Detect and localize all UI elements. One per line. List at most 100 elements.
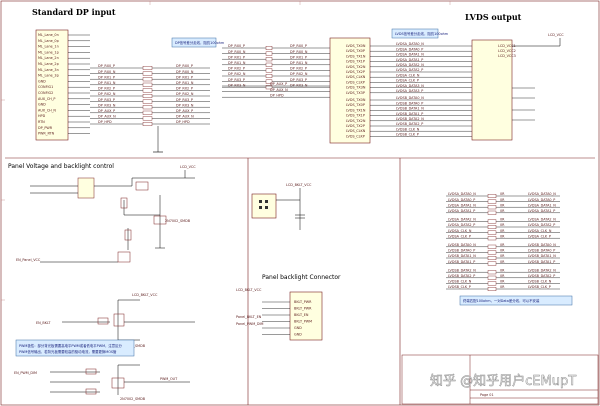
lvds-power-pin-label: LCD_VCC3 [498, 54, 516, 58]
bkl-net-label: LCD_BKLT_VCC [236, 288, 262, 292]
term-resistor [487, 230, 497, 235]
pwm-out-label: PWM_OUT [160, 377, 178, 381]
panel-voltage-circuit [30, 170, 195, 263]
aux-net-label: DP_AUX_P [270, 82, 287, 86]
ac-cap [265, 62, 273, 67]
term-net-label-left: LVDSB_DATA1_P [448, 260, 475, 264]
pwm-dim-label: EN_PWM_DIM [14, 371, 37, 375]
dp-net-label-out: DP_HPD [176, 120, 190, 124]
term-resistor [487, 210, 497, 215]
term-net-label-right: LVDSA_DATA1_P [528, 209, 555, 213]
term-resistor-value: 0R [500, 243, 505, 247]
ic-pin-label: LVDS_TX3N [346, 86, 366, 90]
term-resistor-value: 0R [500, 192, 505, 196]
ic-pin-label: LVDS_TX0P [346, 49, 365, 53]
dp-pin-label: PWR_RTN [38, 132, 55, 136]
dp-pin-label: ML_Lane_2n [38, 56, 59, 60]
cap-net-label-out: DP_RX0_N [290, 50, 308, 54]
term-net-label-right: LVDSA_DATA0_P [528, 198, 555, 202]
dp-resistor [142, 65, 153, 70]
bkl-pin-label: GND [294, 333, 302, 337]
term-resistor [487, 199, 497, 204]
dp-resistor [142, 82, 153, 87]
dp-net-label-out: DP_RX1_N [176, 81, 194, 85]
term-resistor [487, 250, 497, 255]
title-block [401, 354, 599, 405]
term-net-label-right: LVDSB_DATA0_N [528, 243, 556, 247]
lvds-net-label: LVDSA_DATA1_N [396, 53, 424, 57]
dp-net-label-out: DP_RX3_N [176, 103, 194, 107]
term-net-label-left: LVDSA_DATA2_P [448, 223, 475, 227]
panel-lcd-vcc-label: LCD_VCC [180, 165, 196, 169]
term-resistor-value: 0R [500, 234, 505, 238]
dp-net-label-out: DP_RX2_P [176, 87, 193, 91]
cap-net-label-out: DP_RX2_N [290, 72, 308, 76]
bkl-pin-label: BKLT_PWR [294, 307, 312, 311]
term-resistor [487, 219, 497, 224]
lcd-vcc-label: LCD_VCC [548, 33, 564, 37]
lvds-net-label: LVDSB_CLK_N [396, 127, 420, 131]
bklt-vcc-top-label: LCD_BKLT_VCC [132, 293, 158, 297]
ic-pin-label-b: LVDS_TX0P [346, 103, 365, 107]
ic-pin-label-b: LVDS_TX1P [346, 114, 365, 118]
dp-net-label-out: DP_RX1_P [176, 75, 193, 79]
lvds-net-label: LVDSA_CLK_P [396, 79, 419, 83]
pwm-circuit [50, 364, 190, 395]
q3-part-label: 2N7002_SMDB [120, 397, 146, 401]
ac-cap [265, 85, 273, 90]
cap-net-label-in: DP_RX2_N [228, 72, 246, 76]
ic-pin-label: LVDS_TX2P [346, 70, 365, 74]
dp-resistor [142, 93, 153, 98]
bkl-net-label: Panel_PWM_DIM [236, 322, 263, 326]
term-resistor-value: 0R [500, 268, 505, 272]
ac-cap [265, 79, 273, 84]
cap-net-label-out: DP_RX1_N [290, 61, 308, 65]
watermark-text: 知乎 @知乎用户cEMupT [430, 373, 576, 389]
dp-net-label: DP_RX1_P [98, 75, 115, 79]
bkl-net-label: Panel_BKLT_EN [236, 315, 262, 319]
cap-net-label-out: DP_RX2_P [290, 67, 307, 71]
dp-pin-label: GND [38, 103, 46, 107]
dp-net-label: DP_RX0_P [98, 64, 115, 68]
ic-pin-label-b: LVDS_TX1N [346, 108, 366, 112]
dp-resistor [142, 71, 153, 76]
lvds-net-label: LVDSA_DATA2_N [396, 63, 424, 67]
term-net-label-left: LVDSA_DATA2_N [448, 218, 476, 222]
term-net-label-left: LVDSA_DATA1_N [448, 203, 476, 207]
term-net-label-left: LVDSA_CLK_P [448, 234, 471, 238]
ic-pin-label-b: LVDS_TX0N [346, 98, 366, 102]
term-resistor-value: 0R [500, 229, 505, 233]
term-resistor-value: 0R [500, 274, 505, 278]
lvds-net-label: LVDSA_DATA0_N [396, 42, 424, 46]
term-net-label-right: LVDSB_DATA2_N [528, 268, 556, 272]
cap-net-label-in: DP_RX3_P [228, 78, 245, 82]
dp-connector: ML_Lane_0nML_Lane_0pML_Lane_1nML_Lane_1p… [35, 29, 90, 141]
bkl-pin-label: BKLT_PWR [294, 300, 312, 304]
title-block-page: Page 01 [480, 393, 494, 397]
dp-resistor [142, 105, 153, 110]
note-box-dp-text: DP信号差分走线，阻抗100ohm [175, 40, 225, 45]
jumper-header [251, 188, 305, 230]
term-resistor-value: 0R [500, 198, 505, 202]
term-resistor-value: 0R [500, 280, 505, 284]
dp-resistor [142, 116, 153, 121]
term-resistor [487, 261, 497, 266]
dp-pin-label: ML_Lane_1n [38, 45, 59, 49]
term-resistor [487, 193, 497, 198]
term-resistor-value: 0R [500, 285, 505, 289]
dp-net-label: DP_RX0_N [98, 70, 116, 74]
cap-net-label-in: DP_RX1_P [228, 55, 245, 59]
heading-backlight-connector: Panel backlight Connector [262, 274, 341, 281]
lvds-net-label: LVDSA_DATA2_P [396, 68, 423, 72]
aux-net-label: DP_HPD [270, 93, 284, 97]
dp-pin-label: DP_PWR [38, 126, 53, 130]
ic-pin-label: LVDS_TX2N [346, 65, 366, 69]
term-net-label-left: LVDSB_DATA1_N [448, 254, 476, 258]
lvds-net-label: LVDSA_DATA0_P [396, 47, 423, 51]
term-net-label-right: LVDSA_DATA2_P [528, 223, 555, 227]
ic-pin-label: LVDS_TX3P [346, 91, 365, 95]
